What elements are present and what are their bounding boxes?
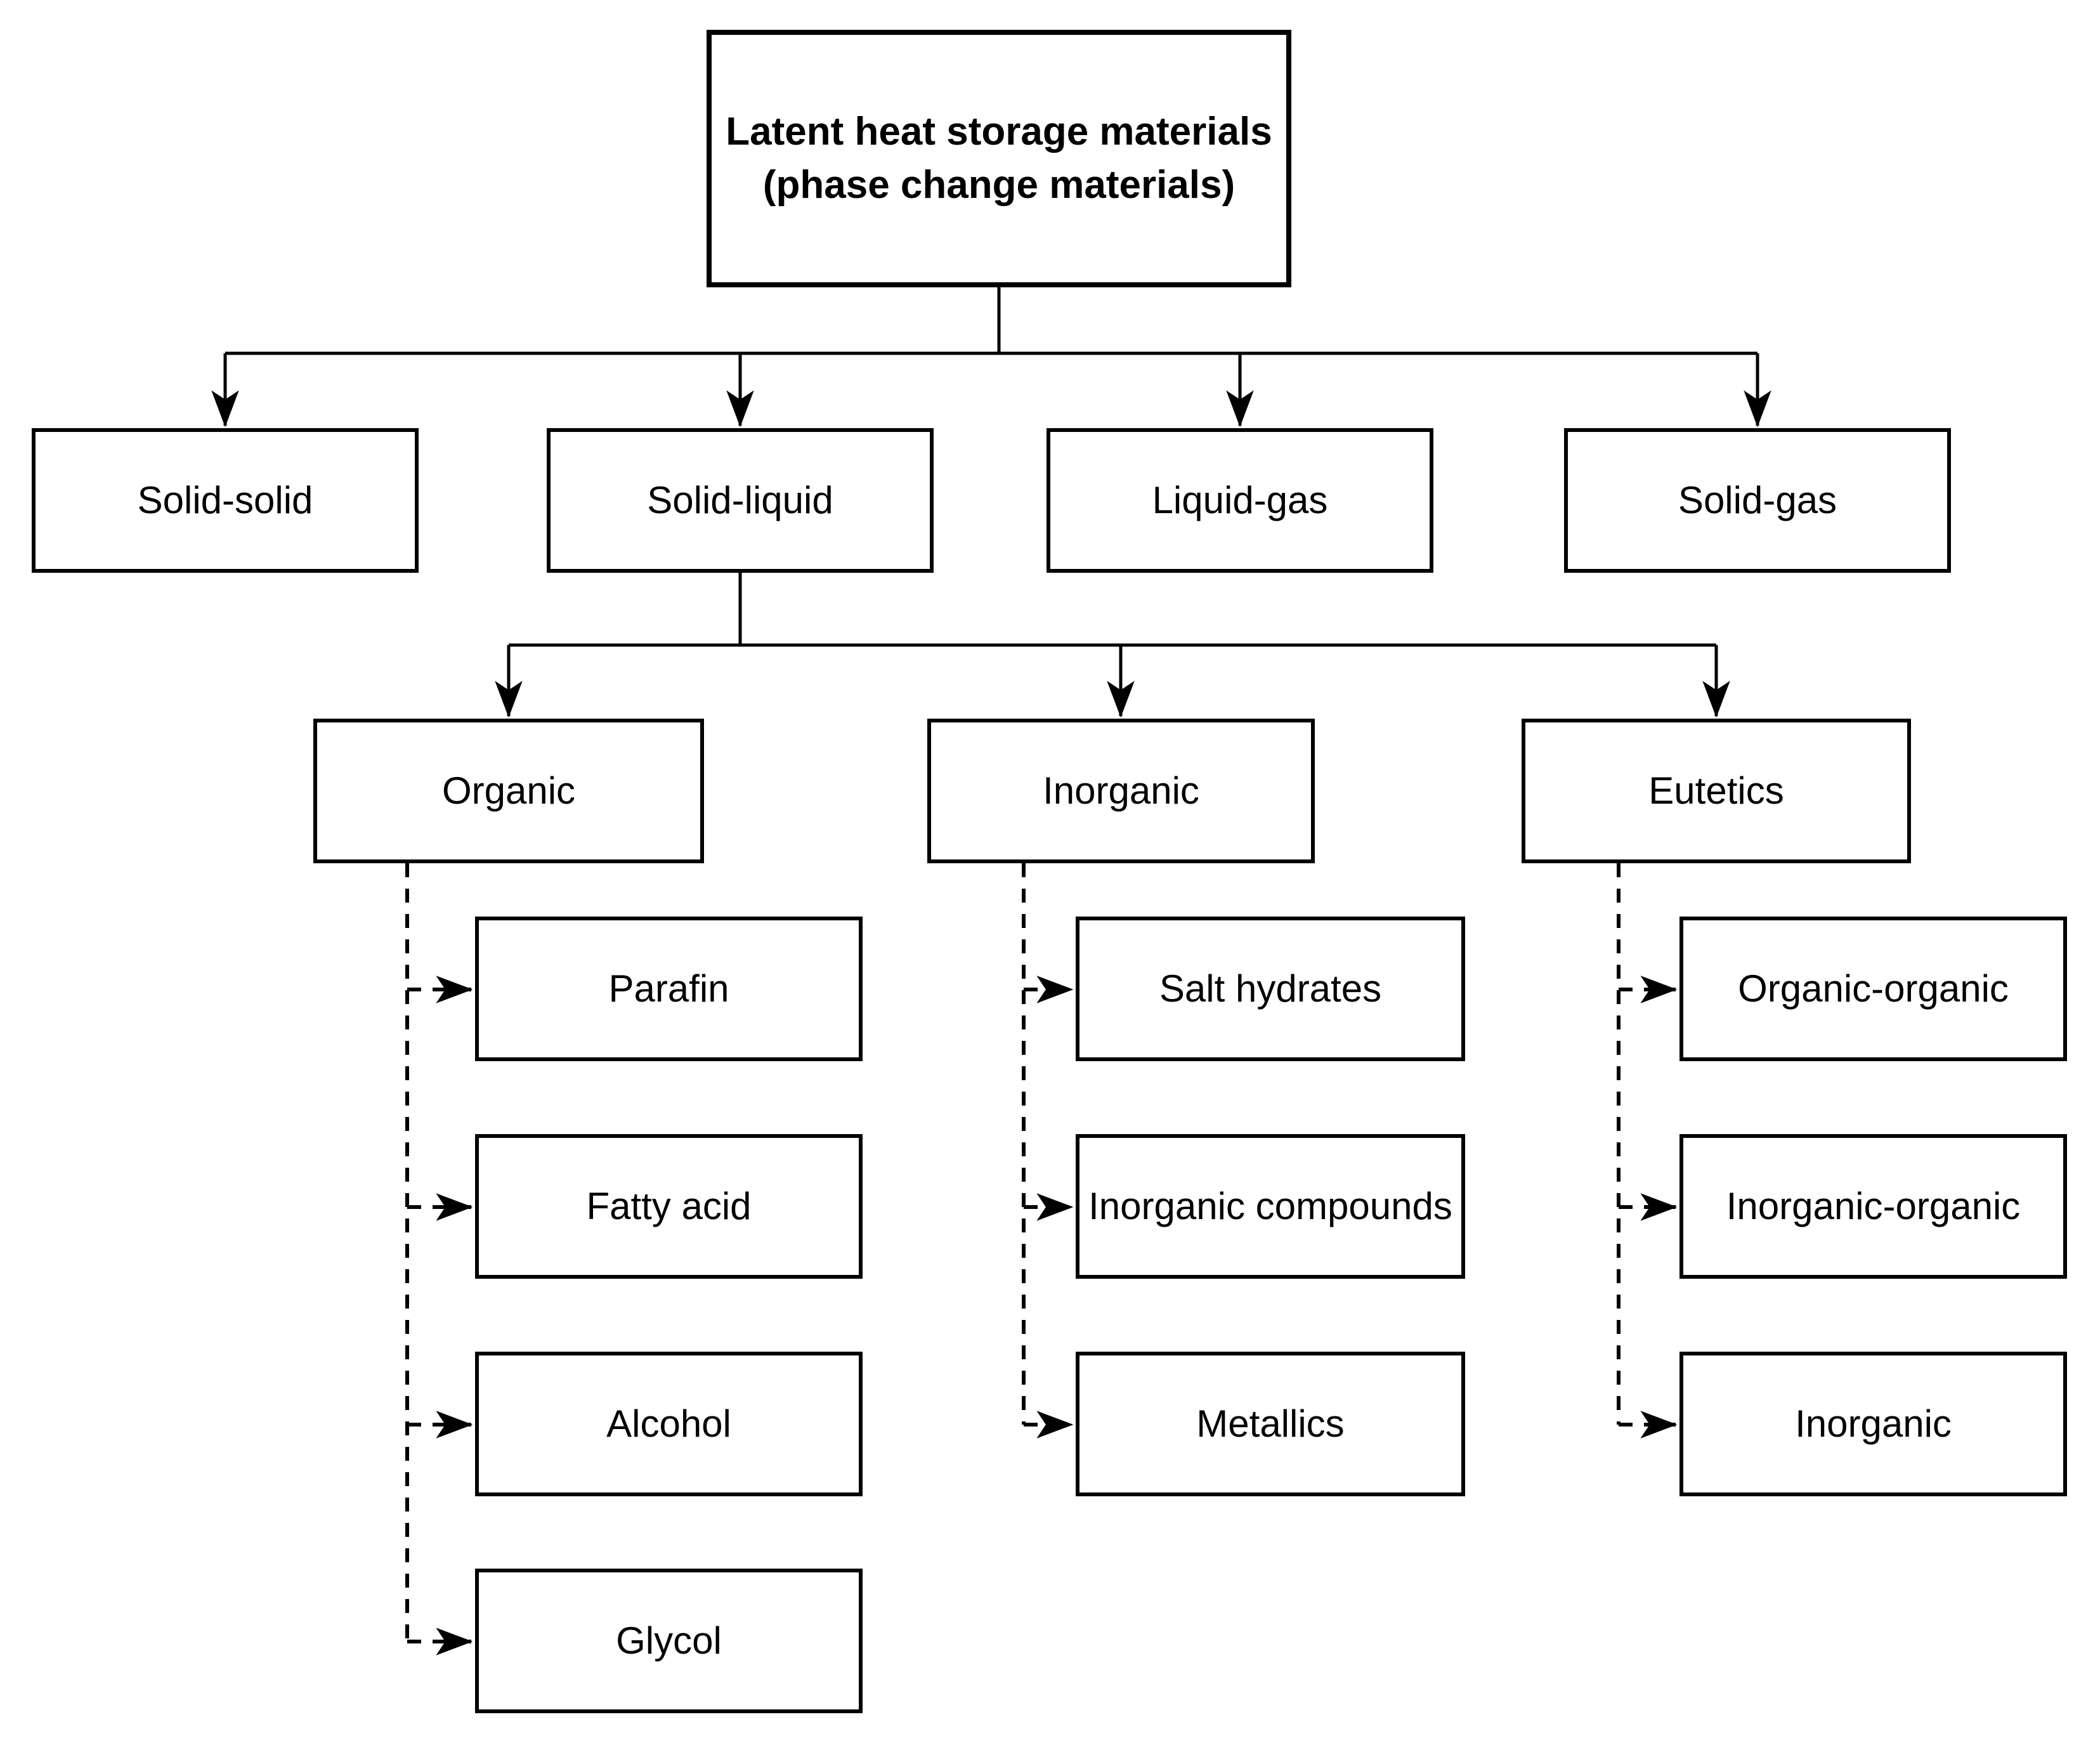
node-fatty-acid: Fatty acid (475, 1134, 863, 1279)
node-glycol-label: Glycol (616, 1619, 722, 1662)
node-solid-solid: Solid-solid (32, 428, 419, 573)
node-root-label: Latent heat storage materials (phase cha… (726, 110, 1272, 207)
node-inorganic-organic-label: Inorganic-organic (1726, 1185, 2021, 1227)
node-metallics-label: Metallics (1196, 1402, 1345, 1445)
node-liquid-gas: Liquid-gas (1047, 428, 1433, 573)
node-inorganic-compounds: Inorganic compounds (1076, 1134, 1465, 1279)
node-organic-organic: Organic-organic (1679, 917, 2067, 1061)
node-salt-hydrates: Salt hydrates (1076, 917, 1465, 1061)
node-metallics: Metallics (1076, 1352, 1465, 1496)
node-alcohol: Alcohol (475, 1352, 863, 1496)
node-inorganic-eutetic: Inorganic (1679, 1352, 2067, 1496)
node-root: Latent heat storage materials (phase cha… (707, 30, 1291, 287)
node-parafin: Parafin (475, 917, 863, 1061)
node-liquid-gas-label: Liquid-gas (1152, 479, 1328, 521)
node-inorganic-label: Inorganic (1043, 769, 1199, 812)
node-parafin-label: Parafin (608, 967, 729, 1010)
node-eutetics: Eutetics (1522, 719, 1911, 863)
node-solid-liquid: Solid-liquid (547, 428, 934, 573)
node-salt-hydrates-label: Salt hydrates (1159, 967, 1382, 1010)
node-inorganic-eutetic-label: Inorganic (1795, 1402, 1952, 1445)
node-inorganic: Inorganic (927, 719, 1315, 863)
node-organic-label: Organic (441, 769, 576, 812)
node-solid-liquid-label: Solid-liquid (647, 479, 833, 521)
node-alcohol-label: Alcohol (606, 1402, 731, 1445)
node-inorganic-compounds-label: Inorganic compounds (1088, 1185, 1452, 1227)
node-solid-gas: Solid-gas (1564, 428, 1951, 573)
node-inorganic-organic: Inorganic-organic (1679, 1134, 2067, 1279)
node-solid-solid-label: Solid-solid (137, 479, 313, 521)
node-solid-gas-label: Solid-gas (1678, 479, 1837, 521)
node-organic-organic-label: Organic-organic (1738, 967, 2009, 1010)
node-organic: Organic (313, 719, 704, 863)
node-eutetics-label: Eutetics (1648, 769, 1784, 812)
node-glycol: Glycol (475, 1569, 863, 1713)
node-fatty-acid-label: Fatty acid (586, 1185, 752, 1227)
